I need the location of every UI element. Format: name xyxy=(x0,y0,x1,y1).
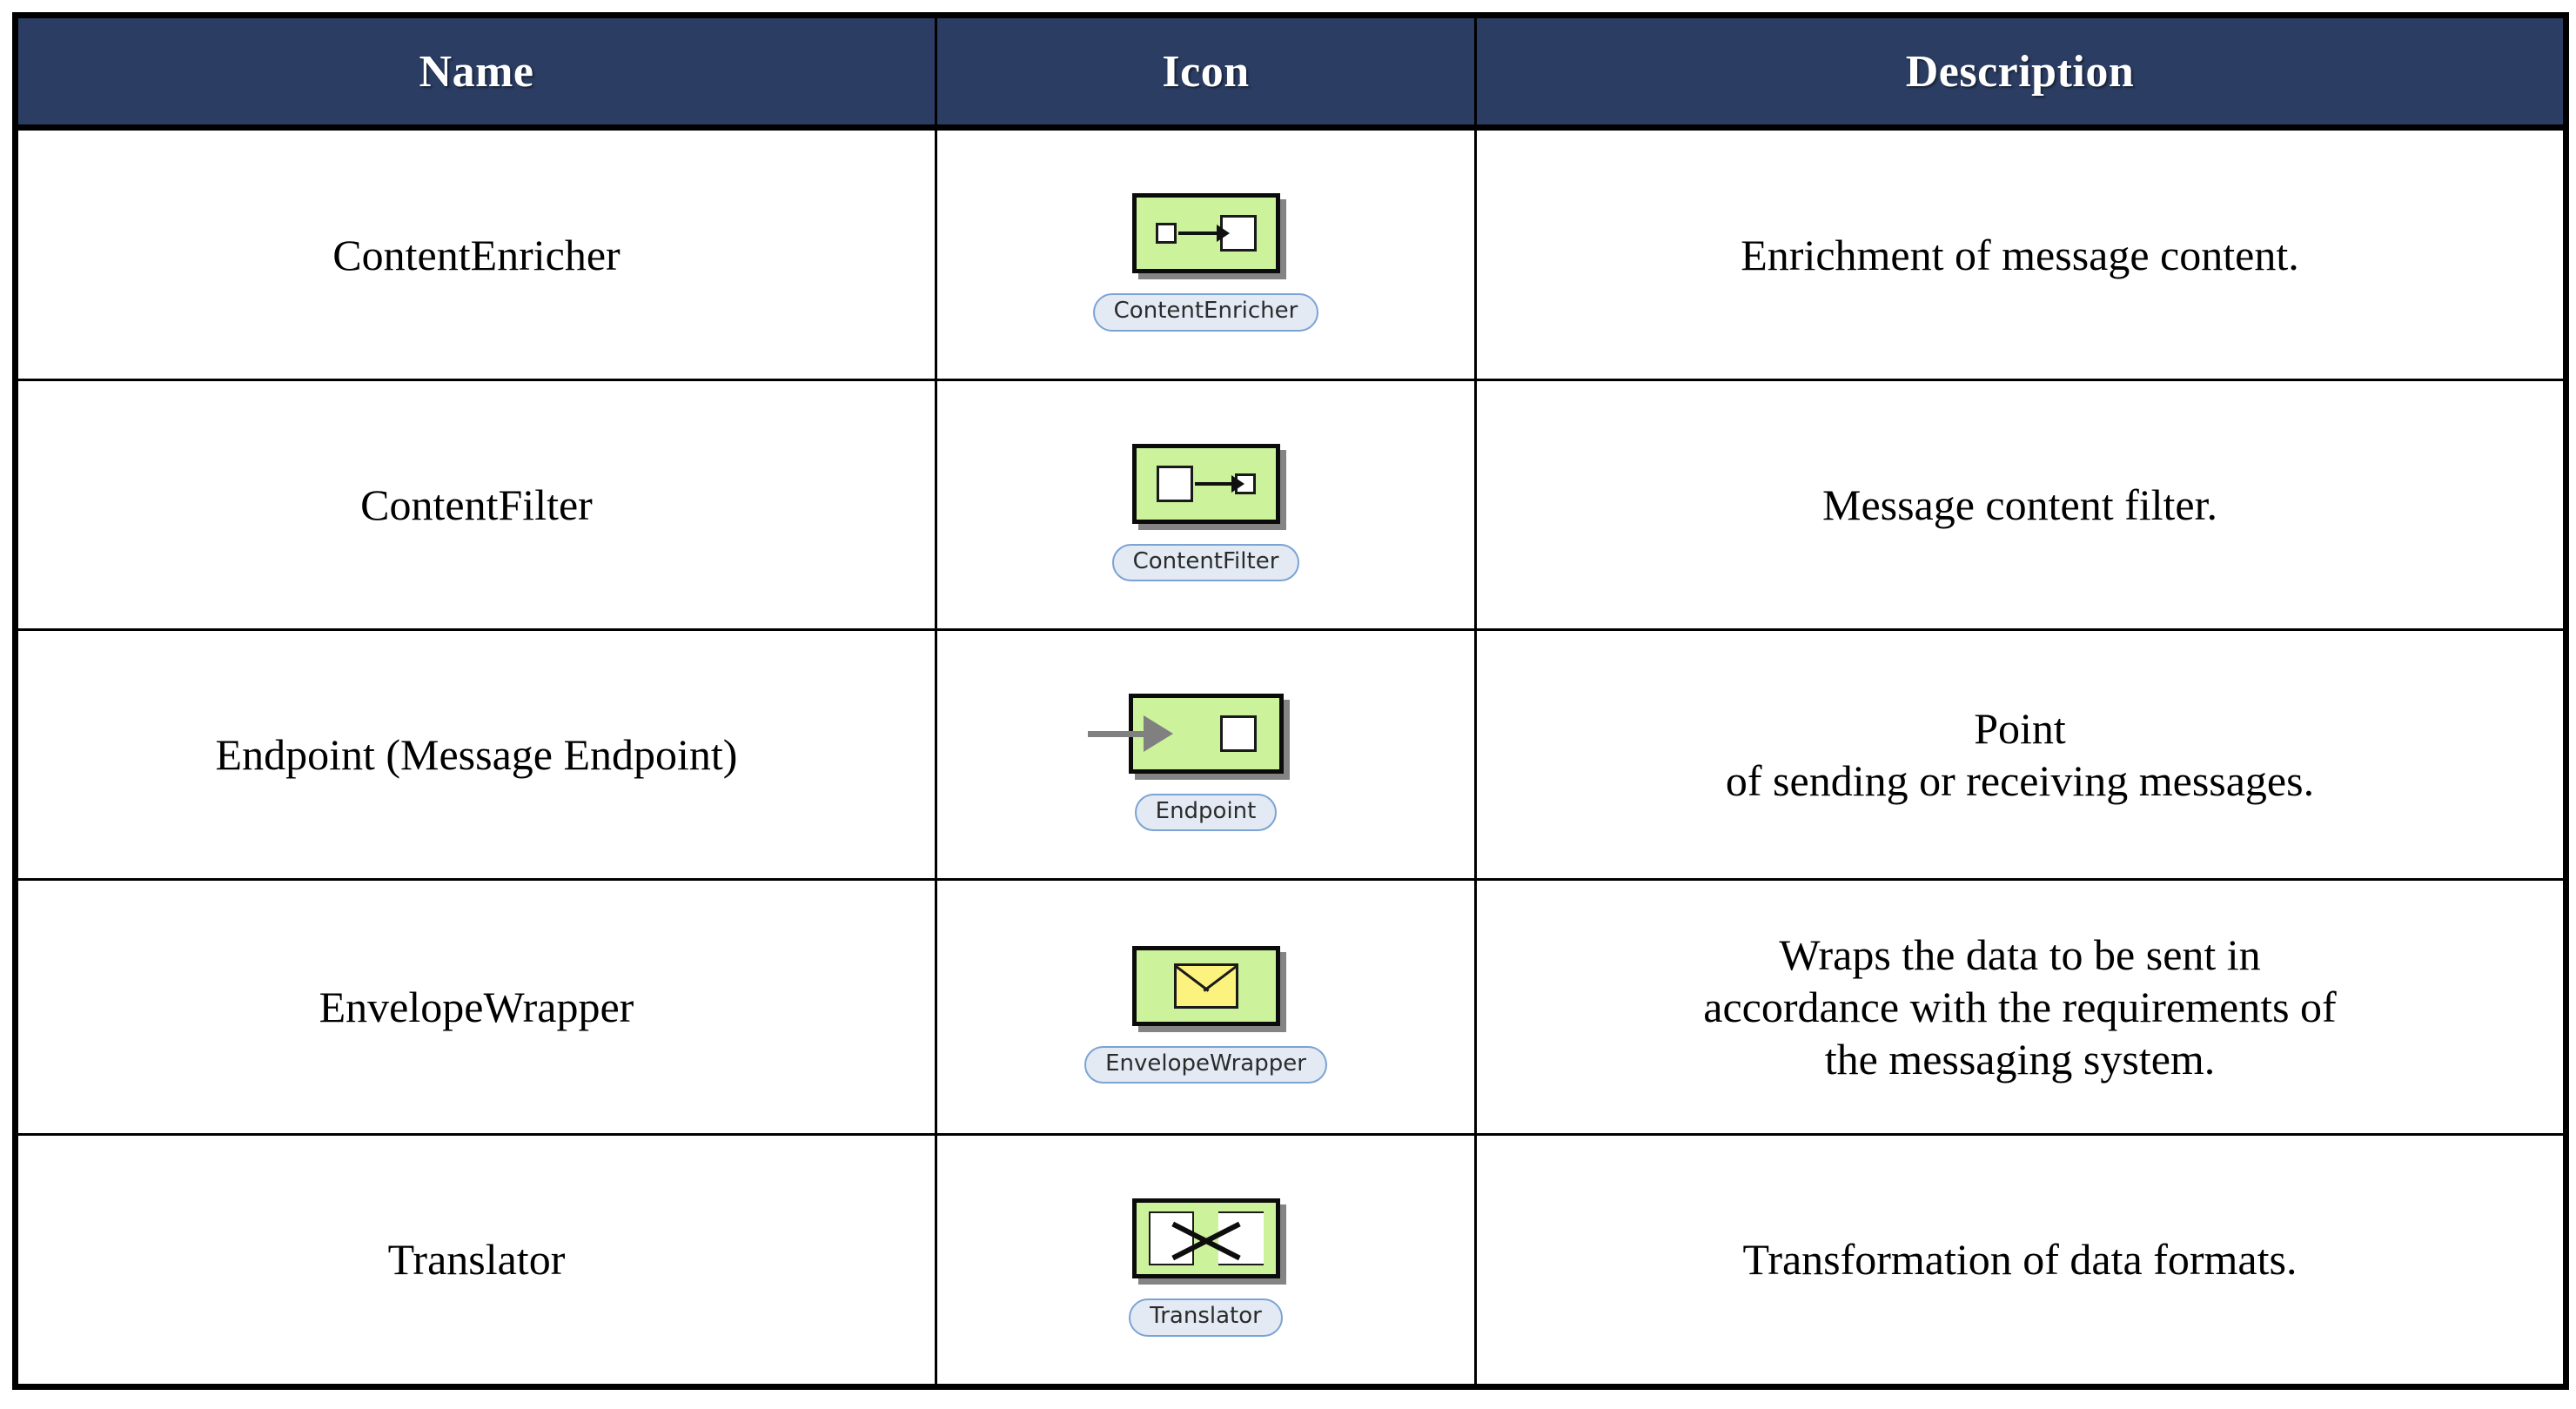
content-enricher-icon: ContentEnricher xyxy=(937,172,1474,336)
pattern-icon-cell: EnvelopeWrapper xyxy=(935,878,1477,1136)
envelope-icon xyxy=(1173,963,1238,1009)
icon-stage xyxy=(1076,681,1337,786)
icon-label-pill: EnvelopeWrapper xyxy=(1084,1045,1327,1084)
table-body: ContentEnricher Conte xyxy=(12,125,2569,1391)
description-line: Message content filter. xyxy=(1821,480,2218,530)
large-square-icon xyxy=(1219,715,1257,753)
icon-label-pill: ContentEnricher xyxy=(1092,293,1319,332)
description-line: accordance with the requirements of xyxy=(1703,983,2337,1032)
pattern-name: ContentEnricher xyxy=(12,125,937,382)
pattern-description: Message content filter. xyxy=(1474,379,2569,632)
table-header: Name Icon Description xyxy=(12,12,2569,131)
icon-stage xyxy=(1076,934,1337,1038)
pattern-icon-cell: ContentEnricher xyxy=(935,125,1477,382)
description-line: Transformation of data formats. xyxy=(1742,1235,2298,1285)
inbound-arrow-head-icon xyxy=(1143,715,1173,753)
icon-inner-row xyxy=(1148,1211,1264,1266)
patterns-table: Name Icon Description ContentEnricher xyxy=(12,12,2569,1391)
large-square-icon xyxy=(1156,465,1193,502)
pattern-name: EnvelopeWrapper xyxy=(12,878,937,1136)
pattern-name: Endpoint (Message Endpoint) xyxy=(12,628,937,882)
icon-label-pill: ContentFilter xyxy=(1111,543,1300,582)
header-row: Name Icon Description xyxy=(12,12,2569,131)
column-header-description: Description xyxy=(1474,12,2569,131)
pattern-description: Point of sending or receiving messages. xyxy=(1474,628,2569,882)
icon-stage xyxy=(1076,1186,1337,1291)
small-square-icon xyxy=(1155,223,1177,245)
envelope-wrapper-icon: EnvelopeWrapper xyxy=(937,925,1474,1089)
description-line: Enrichment of message content. xyxy=(1741,230,2299,279)
table-row: Endpoint (Message Endpoint) E xyxy=(12,628,2569,882)
icon-stage xyxy=(1076,432,1337,536)
document-right-icon xyxy=(1218,1211,1264,1266)
table-row: EnvelopeWrapper EnvelopeWrapper Wraps th… xyxy=(12,878,2569,1136)
pattern-description: Enrichment of message content. xyxy=(1474,125,2569,382)
translator-icon: Translator xyxy=(937,1178,1474,1341)
inbound-arrow-tail-icon xyxy=(1087,731,1145,738)
pattern-icon-cell: ContentFilter xyxy=(935,379,1477,632)
icon-stage xyxy=(1076,181,1337,285)
green-process-box xyxy=(1131,193,1280,274)
description-line: the messaging system. xyxy=(1824,1035,2216,1084)
pattern-description: Transformation of data formats. xyxy=(1474,1132,2569,1391)
table-row: ContentFilter Content xyxy=(12,379,2569,632)
pattern-icon-cell: Translator xyxy=(935,1132,1477,1391)
arrow-right-icon xyxy=(1194,474,1244,493)
endpoint-icon: Endpoint xyxy=(937,673,1474,836)
description-line: Point xyxy=(1974,704,2066,754)
green-process-box xyxy=(1131,443,1280,524)
pattern-icon-cell: Endpoint xyxy=(935,628,1477,882)
content-filter-icon: ContentFilter xyxy=(937,423,1474,587)
arrow-right-icon xyxy=(1177,225,1230,243)
green-process-box xyxy=(1131,1198,1280,1279)
icon-label-pill: Endpoint xyxy=(1134,794,1278,832)
table-row: ContentEnricher Conte xyxy=(12,125,2569,382)
column-header-name: Name xyxy=(12,12,937,131)
table-row: Translator xyxy=(12,1132,2569,1391)
green-process-box xyxy=(1131,945,1280,1026)
pattern-name: ContentFilter xyxy=(12,379,937,632)
icon-label-pill: Translator xyxy=(1129,1298,1283,1337)
description-line: of sending or receiving messages. xyxy=(1725,756,2315,806)
icon-inner-row xyxy=(1133,715,1279,753)
document-left-icon xyxy=(1148,1211,1194,1266)
icon-inner-row xyxy=(1137,215,1276,252)
description-line: Wraps the data to be sent in xyxy=(1779,930,2261,980)
column-header-icon: Icon xyxy=(935,12,1477,131)
pattern-description: Wraps the data to be sent in accordance … xyxy=(1474,878,2569,1136)
icon-inner-row xyxy=(1137,465,1276,502)
pattern-name: Translator xyxy=(12,1132,937,1391)
